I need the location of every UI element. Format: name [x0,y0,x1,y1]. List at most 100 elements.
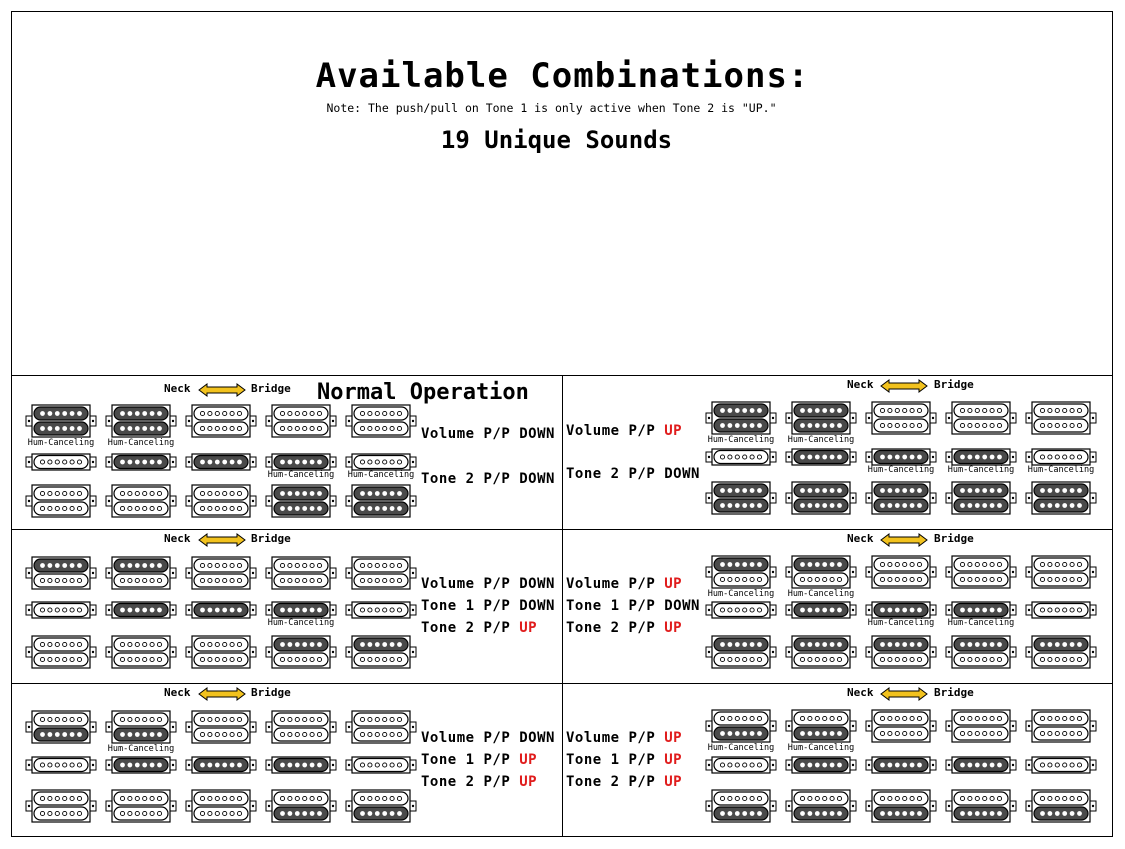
state-down-text: DOWN [664,598,700,614]
coil-dark [113,406,169,421]
coil-light [33,637,89,652]
hum-canceling-caption: Hum-Canceling [267,618,335,628]
coil-dark [273,501,329,516]
page-note: Note: The push/pull on Tone 1 is only ac… [326,101,777,115]
humbucker-pickup-icon [345,635,417,669]
switch-state-label: Tone 2 P/P UP [566,620,682,636]
single-coil-pickup-icon [185,756,257,774]
switch-name: Tone 2 P/P [566,620,665,636]
humbucker-pickup-icon [265,404,337,438]
single-coil-pickup-icon [705,601,777,619]
coil-dark [953,498,1009,513]
state-up-text: UP [664,752,683,768]
coil-dark [273,806,329,821]
humbucker-pickup-icon [785,709,857,743]
hum-canceling-caption: Hum-Canceling [787,435,855,445]
coil-light [273,712,329,727]
coil-light [953,652,1009,667]
coil-dark [713,637,769,652]
coil-dark [193,757,249,773]
humbucker-pickup-icon [1025,789,1097,823]
coil-light [713,711,769,726]
coil-light [273,791,329,806]
coil-light [353,652,409,667]
coil-dark [793,483,849,498]
state-up-text: UP [664,774,683,790]
hum-canceling-caption: Hum-Canceling [867,618,935,628]
single-coil-pickup-icon [25,756,97,774]
hum-canceling-caption: Hum-Canceling [107,744,175,754]
switch-state-label: Tone 1 P/P DOWN [566,598,700,614]
coil-light [713,791,769,806]
switch-name: Volume P/P [421,576,520,592]
hum-canceling-caption: Hum-Canceling [947,618,1015,628]
coil-light [353,558,409,573]
coil-dark [713,806,769,821]
coil-dark [793,602,849,618]
coil-dark [793,757,849,773]
coil-dark [33,406,89,421]
humbucker-pickup-icon [945,709,1017,743]
coil-light [953,403,1009,418]
coil-light [193,558,249,573]
coil-dark [113,421,169,436]
coil-light [33,501,89,516]
coil-dark [353,806,409,821]
switch-name: Tone 1 P/P [421,598,520,614]
humbucker-pickup-icon [25,710,97,744]
humbucker-pickup-icon [265,484,337,518]
single-coil-pickup-icon [105,601,177,619]
switch-state-label: Volume P/P UP [566,730,682,746]
single-coil-pickup-icon [945,448,1017,466]
coil-light [953,791,1009,806]
humbucker-pickup-icon [865,789,937,823]
coil-dark [793,449,849,465]
coil-light [353,712,409,727]
coil-light [193,486,249,501]
humbucker-pickup-icon [265,556,337,590]
state-down-text: DOWN [519,576,555,592]
coil-light [793,791,849,806]
coil-dark [193,602,249,618]
humbucker-pickup-icon [705,789,777,823]
coil-light [873,791,929,806]
coil-light [953,557,1009,572]
humbucker-pickup-icon [185,635,257,669]
humbucker-pickup-icon [345,789,417,823]
humbucker-pickup-icon [705,401,777,435]
hum-canceling-caption: Hum-Canceling [27,438,95,448]
switch-state-label: Tone 1 P/P UP [421,752,537,768]
coil-light [113,486,169,501]
coil-light [713,449,769,465]
bridge-label: Bridge [934,686,974,699]
single-coil-pickup-icon [265,453,337,471]
humbucker-pickup-icon [785,481,857,515]
humbucker-pickup-icon [345,404,417,438]
hum-canceling-caption: Hum-Canceling [787,743,855,753]
single-coil-pickup-icon [345,756,417,774]
coil-dark [1033,498,1089,513]
single-coil-pickup-icon [265,756,337,774]
coil-dark [273,637,329,652]
switch-state-label: Volume P/P DOWN [421,730,555,746]
humbucker-pickup-icon [265,635,337,669]
hum-canceling-caption: Hum-Canceling [707,589,775,599]
hum-canceling-caption: Hum-Canceling [787,589,855,599]
coil-light [193,421,249,436]
state-down-text: DOWN [519,598,555,614]
coil-dark [793,498,849,513]
switch-state-label: Tone 2 P/P DOWN [421,471,555,487]
humbucker-pickup-icon [345,710,417,744]
page-title: Available Combinations: [315,56,810,96]
humbucker-pickup-icon [785,635,857,669]
coil-light [1033,403,1089,418]
humbucker-pickup-icon [265,789,337,823]
coil-light [33,712,89,727]
coil-light [273,573,329,588]
switch-name: Tone 2 P/P [566,466,665,482]
humbucker-pickup-icon [945,555,1017,589]
humbucker-pickup-icon [705,481,777,515]
